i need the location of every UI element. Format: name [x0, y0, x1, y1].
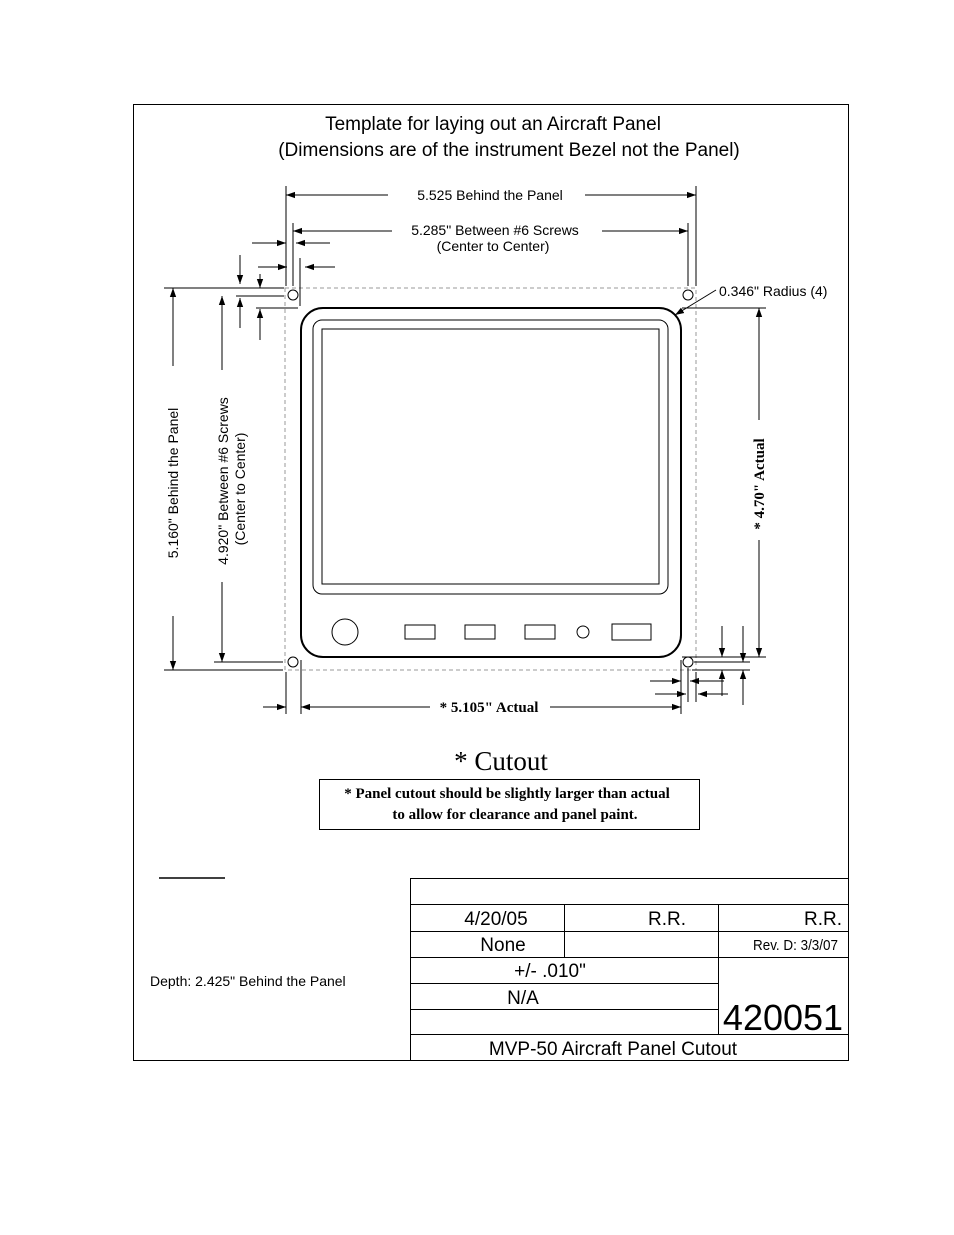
bezel-button-1 [404, 624, 436, 640]
page-subtitle: (Dimensions are of the instrument Bezel … [278, 140, 740, 161]
screw-hole-top-right [682, 289, 694, 301]
screw-hole-top-left [287, 289, 299, 301]
dim-offset-bottom-right [650, 626, 750, 705]
title-block [410, 878, 848, 1060]
dim-actual-height [682, 307, 766, 658]
tb-tolerance: +/- .010" [514, 961, 586, 982]
tb-drawn-by: R.R. [648, 909, 686, 930]
cutout-heading: * Cutout [454, 746, 548, 776]
bezel-outline [300, 307, 682, 658]
page-title: Template for laying out an Aircraft Pane… [325, 114, 661, 135]
radius-label: 0.346" Radius (4) [719, 283, 827, 299]
bezel-indicator [576, 625, 590, 639]
tb-drawing-title: MVP-50 Aircraft Panel Cutout [489, 1039, 738, 1060]
dim-actual-height-label: * 4.70" Actual [752, 438, 768, 529]
cutout-note-box [319, 779, 700, 830]
tb-scale: None [480, 935, 525, 956]
screw-hole-bottom-left [287, 656, 299, 668]
screen-area [321, 328, 660, 585]
dim-behind-height [164, 287, 283, 671]
depth-note: Depth: 2.425" Behind the Panel [150, 973, 346, 989]
dim-screw-height [214, 296, 283, 663]
tb-date: 4/20/05 [464, 909, 527, 930]
dim-screw-width-sublabel: (Center to Center) [437, 238, 550, 254]
tb-approved-by: R.R. [804, 909, 842, 930]
knob [331, 618, 359, 646]
dim-actual-width [263, 660, 682, 714]
dim-screw-height-label: 4.920" Between #6 Screws [215, 397, 231, 565]
behind-panel-outline [284, 287, 697, 671]
screw-hole-bottom-right [682, 656, 694, 668]
bezel-button-4 [611, 623, 652, 641]
dim-screw-height-sublabel: (Center to Center) [232, 433, 248, 546]
tb-drawing-number: 420051 [723, 997, 843, 1038]
tb-material: N/A [507, 988, 539, 1009]
cutout-note-line2: to allow for clearance and panel paint. [392, 807, 637, 823]
bezel-button-3 [524, 624, 556, 640]
dim-screw-width [292, 223, 689, 286]
cutout-note-line1: * Panel cutout should be slightly larger… [344, 786, 670, 802]
dim-screw-width-label: 5.285" Between #6 Screws [411, 222, 579, 238]
screen-frame [312, 319, 669, 595]
dim-behind-height-label: 5.160" Behind the Panel [165, 408, 181, 559]
dim-actual-width-label: * 5.105" Actual [440, 700, 539, 716]
tb-revision: Rev. D: 3/3/07 [753, 937, 838, 954]
radius-leader [674, 289, 717, 316]
dim-behind-width-label: 5.525 Behind the Panel [417, 187, 563, 203]
bezel-button-2 [464, 624, 496, 640]
sheet-border [133, 104, 849, 1061]
